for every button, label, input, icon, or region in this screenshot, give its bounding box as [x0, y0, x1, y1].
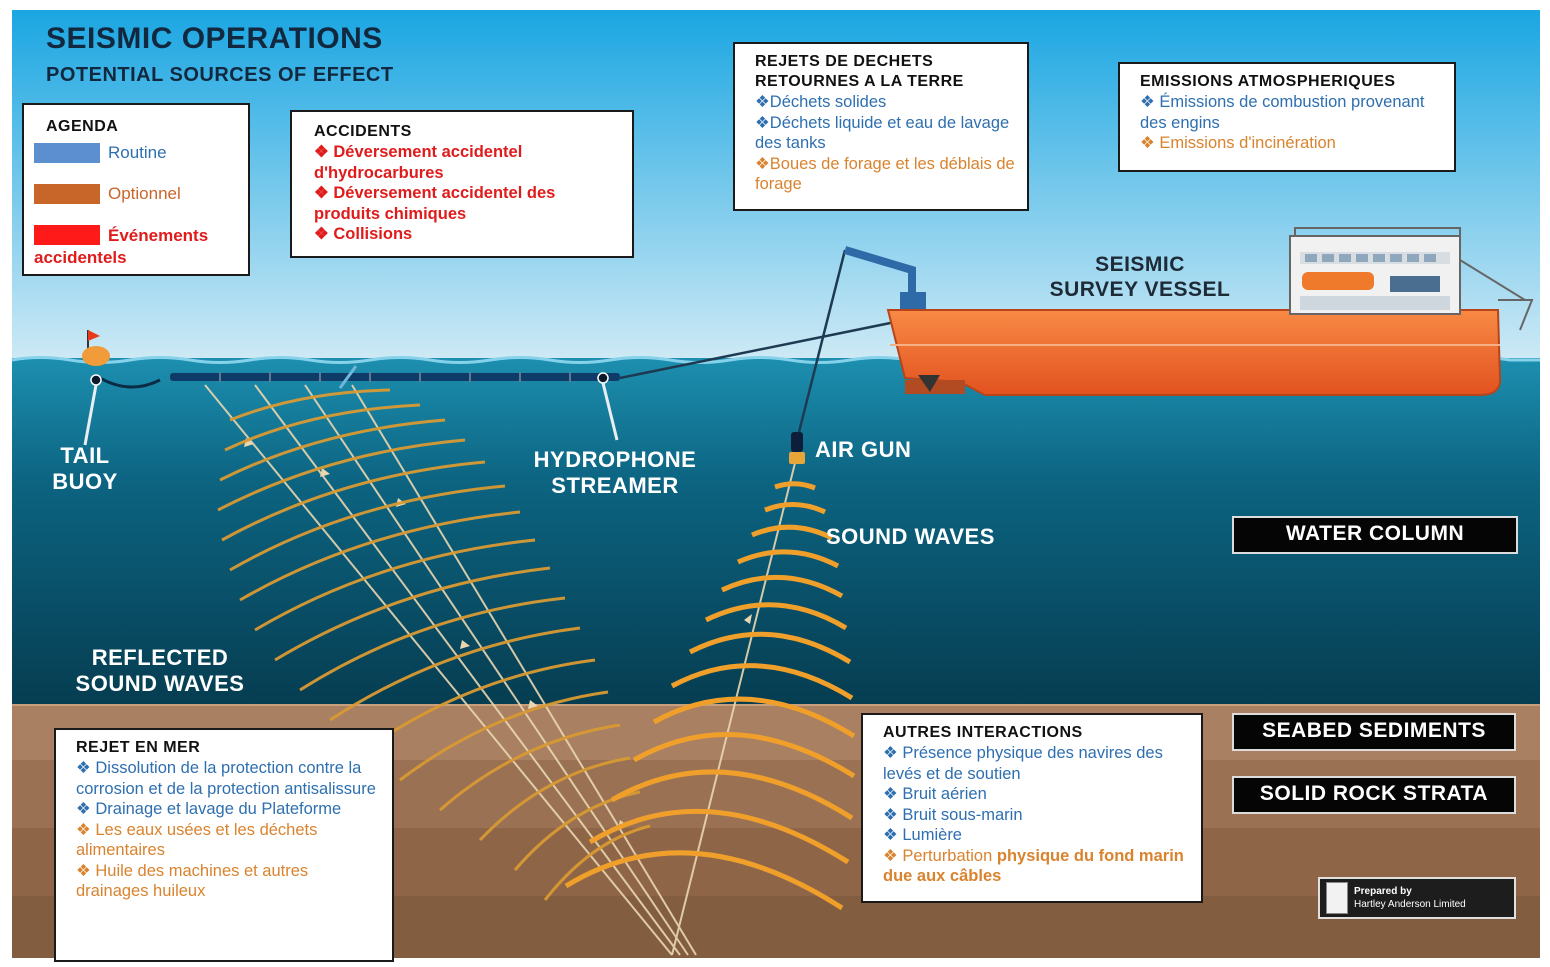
- land-waste-title-2: RETOURNES A LA TERRE: [755, 73, 964, 90]
- hydrophone-streamer: [99, 365, 620, 441]
- air-gun-label: AIR GUN: [815, 437, 912, 462]
- other-interactions-title: AUTRES INTERACTIONS: [883, 724, 1083, 741]
- legend-item-routine: Routine: [34, 143, 167, 163]
- streamer-label: HYDROPHONE STREAMER: [510, 447, 720, 499]
- land-waste-item: ❖Déchets liquide et eau de lavage des ta…: [755, 113, 1010, 153]
- land-waste-item: ❖Boues de forage et les déblais de forag…: [755, 154, 1015, 194]
- credit-line2: Hartley Anderson Limited: [1354, 899, 1466, 910]
- land-waste-box: REJETS DE DECHETS RETOURNES A LA TERRE ❖…: [733, 42, 1029, 211]
- emissions-item: ❖ Emissions d'incinération: [1140, 134, 1336, 152]
- optional-swatch: [34, 184, 100, 204]
- other-interactions-item: ❖ Présence physique des navires des levé…: [883, 744, 1163, 783]
- tail-buoy: [82, 330, 110, 446]
- emissions-box: EMISSIONS ATMOSPHERIQUES ❖ Émissions de …: [1118, 62, 1456, 172]
- legend-title: AGENDA: [46, 118, 119, 135]
- other-interactions-item: ❖ Lumière: [883, 826, 962, 844]
- tail-buoy-label-line1: TAIL: [60, 443, 110, 468]
- legend-item-accidental: Événements accidentels: [34, 225, 244, 269]
- legend-label-accidental: Événements accidentels: [34, 226, 209, 267]
- reflected-waves-label: REFLECTED SOUND WAVES: [50, 645, 270, 697]
- seismic-survey-vessel: [886, 227, 1534, 396]
- sea-discharge-item: ❖ Les eaux usées et les déchets alimenta…: [76, 820, 318, 860]
- sea-discharge-box: REJET EN MER ❖ Dissolution de la protect…: [54, 728, 394, 962]
- emissions-item: ❖ Émissions de combustion provenant des …: [1140, 93, 1425, 132]
- air-gun: [789, 432, 805, 464]
- reflected-waves-line1: REFLECTED: [91, 645, 229, 670]
- credit-logo-icon: [1326, 882, 1348, 914]
- sea-discharge-title: REJET EN MER: [76, 739, 201, 756]
- sea-discharge-item: ❖ Drainage et lavage du Plateforme: [76, 800, 342, 818]
- airgun-tow-cable: [795, 249, 847, 441]
- vessel-label-line1: SEISMIC: [1095, 253, 1185, 276]
- legend-box: AGENDA Routine Optionnel Événements acci…: [22, 103, 250, 276]
- water-column-tag: WATER COLUMN: [1232, 516, 1518, 554]
- accident-item: ❖ Déversement accidentel d'hydrocarbures: [314, 143, 523, 182]
- vessel-label: SEISMIC SURVEY VESSEL: [1030, 252, 1250, 302]
- tail-buoy-label-line2: BUOY: [52, 469, 118, 494]
- sea-discharge-item: ❖ Huile des machines et autres drainages…: [76, 861, 309, 901]
- accidents-title: ACCIDENTS: [314, 123, 412, 140]
- seabed-sediments-tag: SEABED SEDIMENTS: [1232, 713, 1516, 751]
- sea-discharge-item: ❖ Dissolution de la protection contre la…: [76, 759, 376, 798]
- other-interactions-item: ❖ Bruit sous-marin: [883, 805, 1023, 824]
- land-waste-item: ❖Déchets solides: [755, 93, 887, 111]
- emissions-title: EMISSIONS ATMOSPHERIQUES: [1140, 73, 1396, 90]
- sound-waves: [564, 481, 856, 911]
- reflected-wave-arcs: [217, 388, 651, 901]
- solid-rock-tag: SOLID ROCK STRATA: [1232, 776, 1516, 814]
- legend-label-optional: Optionnel: [108, 184, 181, 203]
- accident-item: ❖ Collisions: [314, 225, 413, 243]
- land-waste-title-1: REJETS DE DECHETS: [755, 53, 934, 70]
- page-title: SEISMIC OPERATIONS: [46, 22, 383, 55]
- sound-waves-label: SOUND WAVES: [826, 524, 995, 549]
- vessel-label-line2: SURVEY VESSEL: [1049, 278, 1231, 301]
- tail-buoy-label: TAIL BUOY: [40, 443, 130, 495]
- routine-swatch: [34, 143, 100, 163]
- credit-line1: Prepared by: [1354, 886, 1412, 897]
- seabed-disturbance-part1: ❖ Perturbation: [883, 846, 997, 865]
- credit-badge: Prepared by Hartley Anderson Limited: [1318, 877, 1516, 919]
- reflected-waves-line2: SOUND WAVES: [75, 671, 245, 696]
- streamer-label-line1: HYDROPHONE: [533, 447, 697, 472]
- other-interactions-box: AUTRES INTERACTIONS ❖ Présence physique …: [861, 713, 1203, 903]
- legend-item-optional: Optionnel: [34, 184, 181, 204]
- seabed-disturbance-part2: physique du fond marin due aux câbles: [883, 846, 1184, 886]
- other-interactions-item: ❖ Perturbation physique du fond marin du…: [883, 846, 1195, 887]
- legend-label-routine: Routine: [108, 143, 167, 162]
- streamer-tow-cable: [619, 318, 906, 380]
- accidents-box: ACCIDENTS ❖ Déversement accidentel d'hyd…: [290, 110, 634, 258]
- accidental-swatch: [34, 225, 100, 245]
- streamer-label-line2: STREAMER: [551, 473, 679, 498]
- other-interactions-item: ❖ Bruit aérien: [883, 785, 987, 803]
- accident-item: ❖ Déversement accidentel des produits ch…: [314, 184, 556, 223]
- page-subtitle: POTENTIAL SOURCES OF EFFECT: [46, 64, 394, 86]
